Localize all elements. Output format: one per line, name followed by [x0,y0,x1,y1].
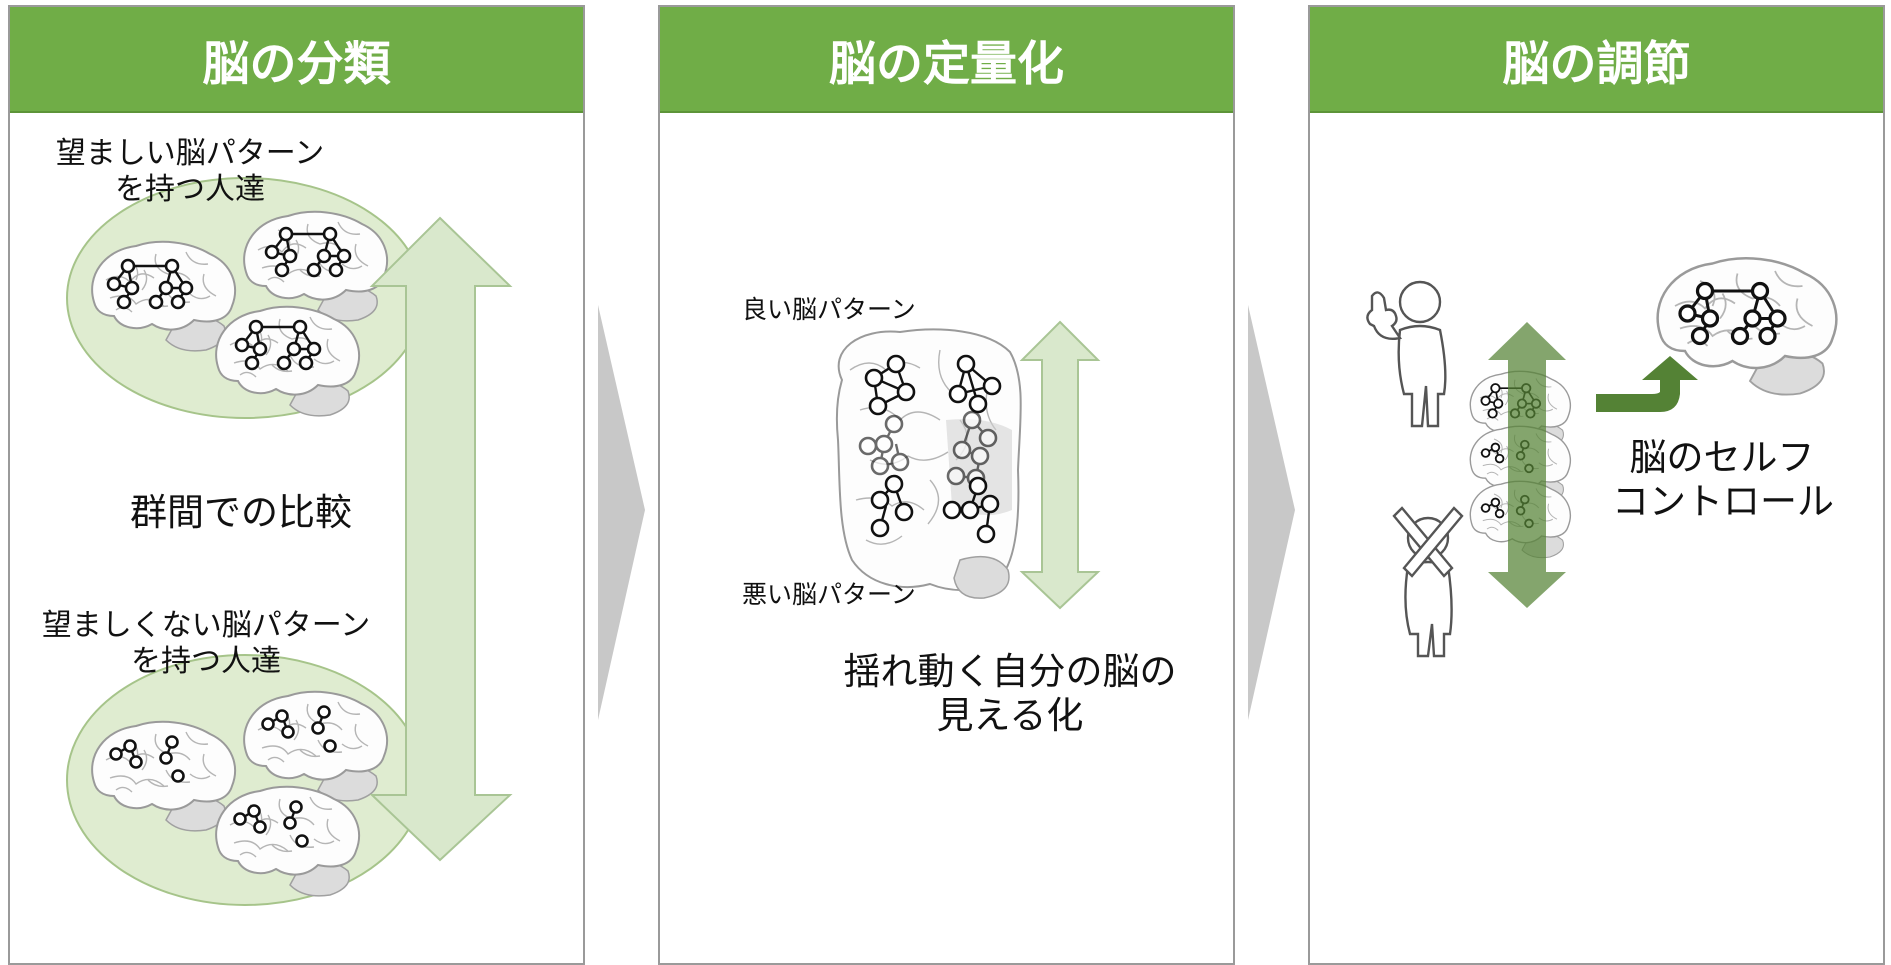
thumbs-up-person-icon [1366,280,1447,428]
double-arrow-icon [1488,322,1566,608]
double-arrow-icon [1019,320,1101,610]
visualization-caption: 揺れ動く自分の脳の 見える化 [843,650,1177,738]
panel-title: 脳の調節 [1310,7,1883,113]
double-arrow-icon [369,216,513,862]
good-pattern-label: 良い脳パターン [742,295,916,324]
self-control-caption: 脳のセルフ コントロール [1612,436,1834,524]
diagram-graphics [66,177,1838,906]
panel-title: 脳の分類 [10,7,583,113]
chevron-right-icon [1248,305,1295,720]
chevron-right-icon [598,305,645,720]
crossed-arms-person-icon [1392,506,1464,658]
panel-regulation: 脳の調節 [1308,5,1885,965]
curved-arrow-icon [1596,356,1698,412]
brain-network-icon [864,354,1002,416]
brain-network-icon [835,328,1022,599]
comparison-label: 群間での比較 [130,491,352,534]
bad-pattern-label: 悪い脳パターン [742,580,916,609]
panel-title: 脳の定量化 [660,7,1233,113]
brain-network-icon [870,474,1000,544]
good-group-label: 望ましい脳パターン を持つ人達 [55,136,325,207]
bad-group-label: 望ましくない脳パターン を持つ人達 [41,608,371,679]
